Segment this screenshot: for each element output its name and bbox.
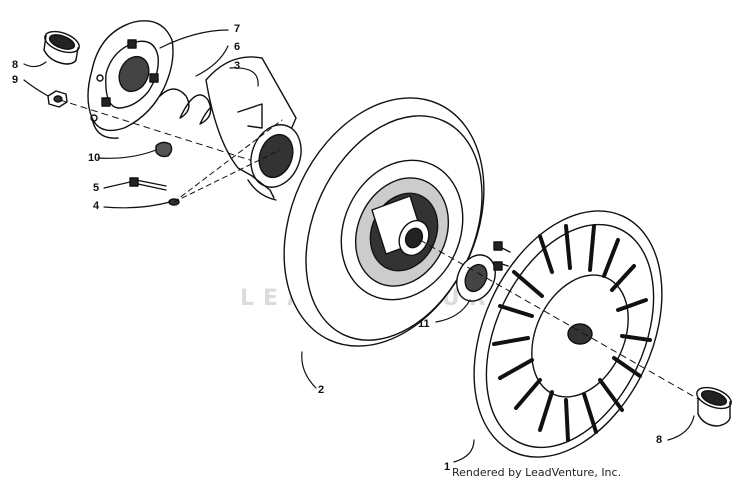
callout-4: 4 (93, 200, 100, 212)
thrust-washer (456, 254, 496, 302)
bolt (129, 177, 167, 191)
nut (47, 90, 68, 108)
callout-9: 9 (12, 74, 19, 86)
callout-11: 11 (418, 318, 430, 330)
callout-8-bottom: 8 (656, 434, 663, 446)
callout-3: 3 (234, 60, 241, 72)
sheave (283, 97, 485, 347)
callout-1: 1 (444, 461, 451, 473)
callout-6: 6 (234, 41, 241, 53)
fixed-sheave (473, 210, 663, 458)
callout-7: 7 (234, 23, 241, 35)
callout-10: 10 (88, 152, 101, 164)
roller (155, 141, 173, 158)
credit-text: Rendered by LeadVenture, Inc. (452, 466, 622, 479)
bushing-bottom-right (696, 386, 732, 427)
callout-8-top: 8 (12, 59, 19, 71)
bushing-top-left (43, 30, 80, 65)
leader-lines (23, 29, 695, 463)
callout-2: 2 (318, 384, 325, 396)
cam-plate (87, 20, 174, 139)
helix-cam (205, 56, 302, 201)
callout-5: 5 (93, 182, 100, 194)
